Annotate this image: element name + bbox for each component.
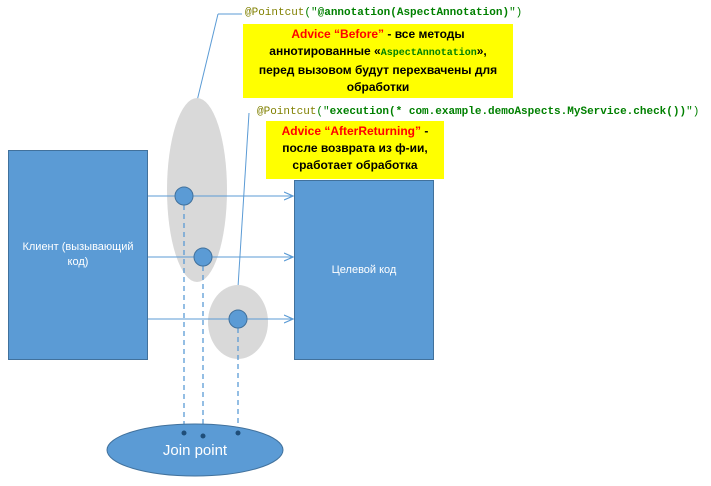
- pointcut-before-expr: @annotation(AspectAnnotation): [317, 7, 510, 19]
- pointcut-before-open: (": [304, 7, 318, 19]
- advice-before-text-4: перед вызовом будут перехвачены для: [258, 63, 498, 77]
- intercept-point-3: [228, 309, 248, 329]
- intercept-point-2: [193, 247, 213, 267]
- advice-after-text-1: -: [421, 124, 429, 138]
- advice-before-text-3: »,: [476, 44, 487, 58]
- pointcut-after-open: (": [316, 106, 330, 118]
- advice-after-title: Advice “AfterReturning”: [281, 124, 421, 138]
- advice-before-title: Advice “Before”: [291, 27, 385, 41]
- join-dot-1: [181, 430, 187, 436]
- pointcut-before-annotation: @Pointcut: [245, 7, 305, 19]
- pointcut-after-code: @Pointcut("execution(* com.example.demoA…: [257, 106, 699, 118]
- advice-before-code: AspectAnnotation: [380, 48, 477, 59]
- advice-before-text-1: - все методы: [384, 27, 465, 41]
- join-dot-3: [235, 430, 241, 436]
- pointcut-after-close: "): [686, 106, 700, 118]
- join-point-ellipse: [106, 423, 284, 477]
- advice-after-note: Advice “AfterReturning” - после возврата…: [266, 121, 444, 179]
- advice-before-note: Advice “Before” - все методы аннотирован…: [243, 24, 513, 98]
- pointcut-after-annotation: @Pointcut: [257, 106, 317, 118]
- advice-after-text-2: после возврата из ф-ии,: [282, 141, 428, 155]
- advice-before-text-5: обработки: [346, 80, 410, 94]
- join-point-label: Join point: [162, 441, 228, 459]
- client-box: Клиент (вызывающий код): [8, 150, 148, 360]
- target-label: Целевой код: [331, 263, 397, 276]
- pointcut-after-leader-line: [237, 112, 250, 288]
- pointcut-before-code: @Pointcut("@annotation(AspectAnnotation)…: [245, 7, 522, 19]
- join-dot-2: [200, 433, 206, 439]
- advice-before-text-2: аннотированные «: [269, 44, 381, 58]
- intercept-point-1: [174, 186, 194, 206]
- pointcut-before-leader-line: [196, 13, 219, 102]
- pointcut-before-ellipse: [167, 98, 227, 282]
- pointcut-before-close: "): [509, 7, 523, 19]
- advice-after-text-3: сработает обработка: [292, 158, 418, 172]
- target-box: Целевой код: [294, 180, 434, 360]
- client-label: Клиент (вызывающий код): [22, 241, 134, 268]
- pointcut-after-expr: execution(* com.example.demoAspects.MySe…: [329, 106, 687, 118]
